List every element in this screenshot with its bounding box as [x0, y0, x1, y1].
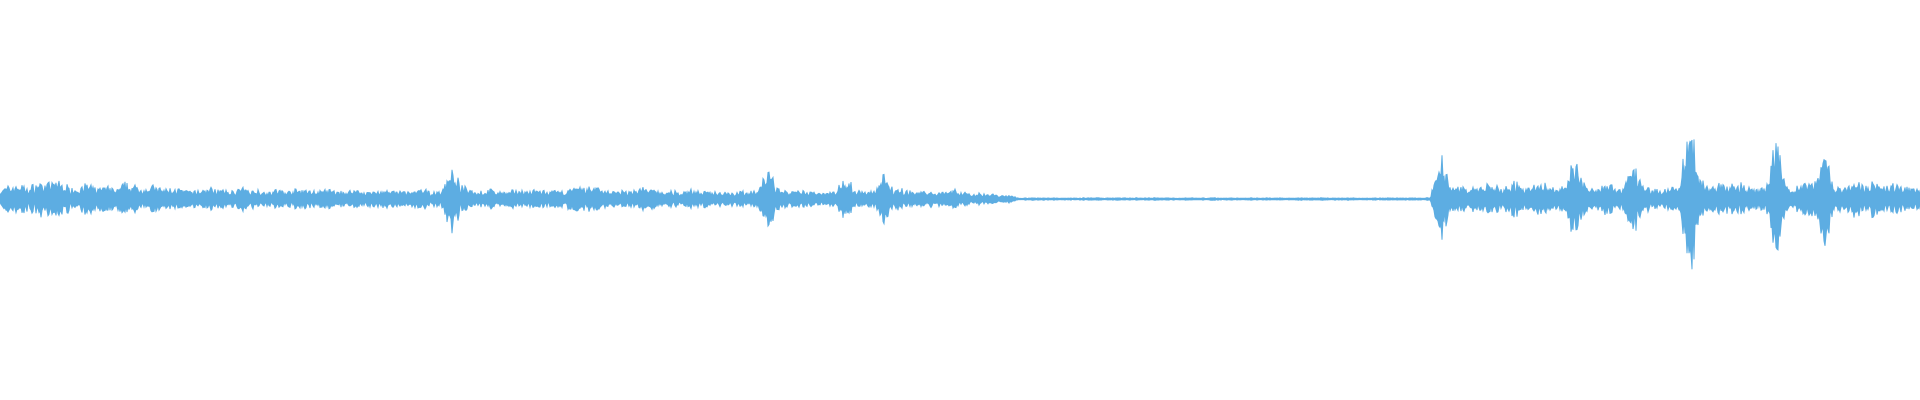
waveform-shape: [0, 139, 1920, 270]
